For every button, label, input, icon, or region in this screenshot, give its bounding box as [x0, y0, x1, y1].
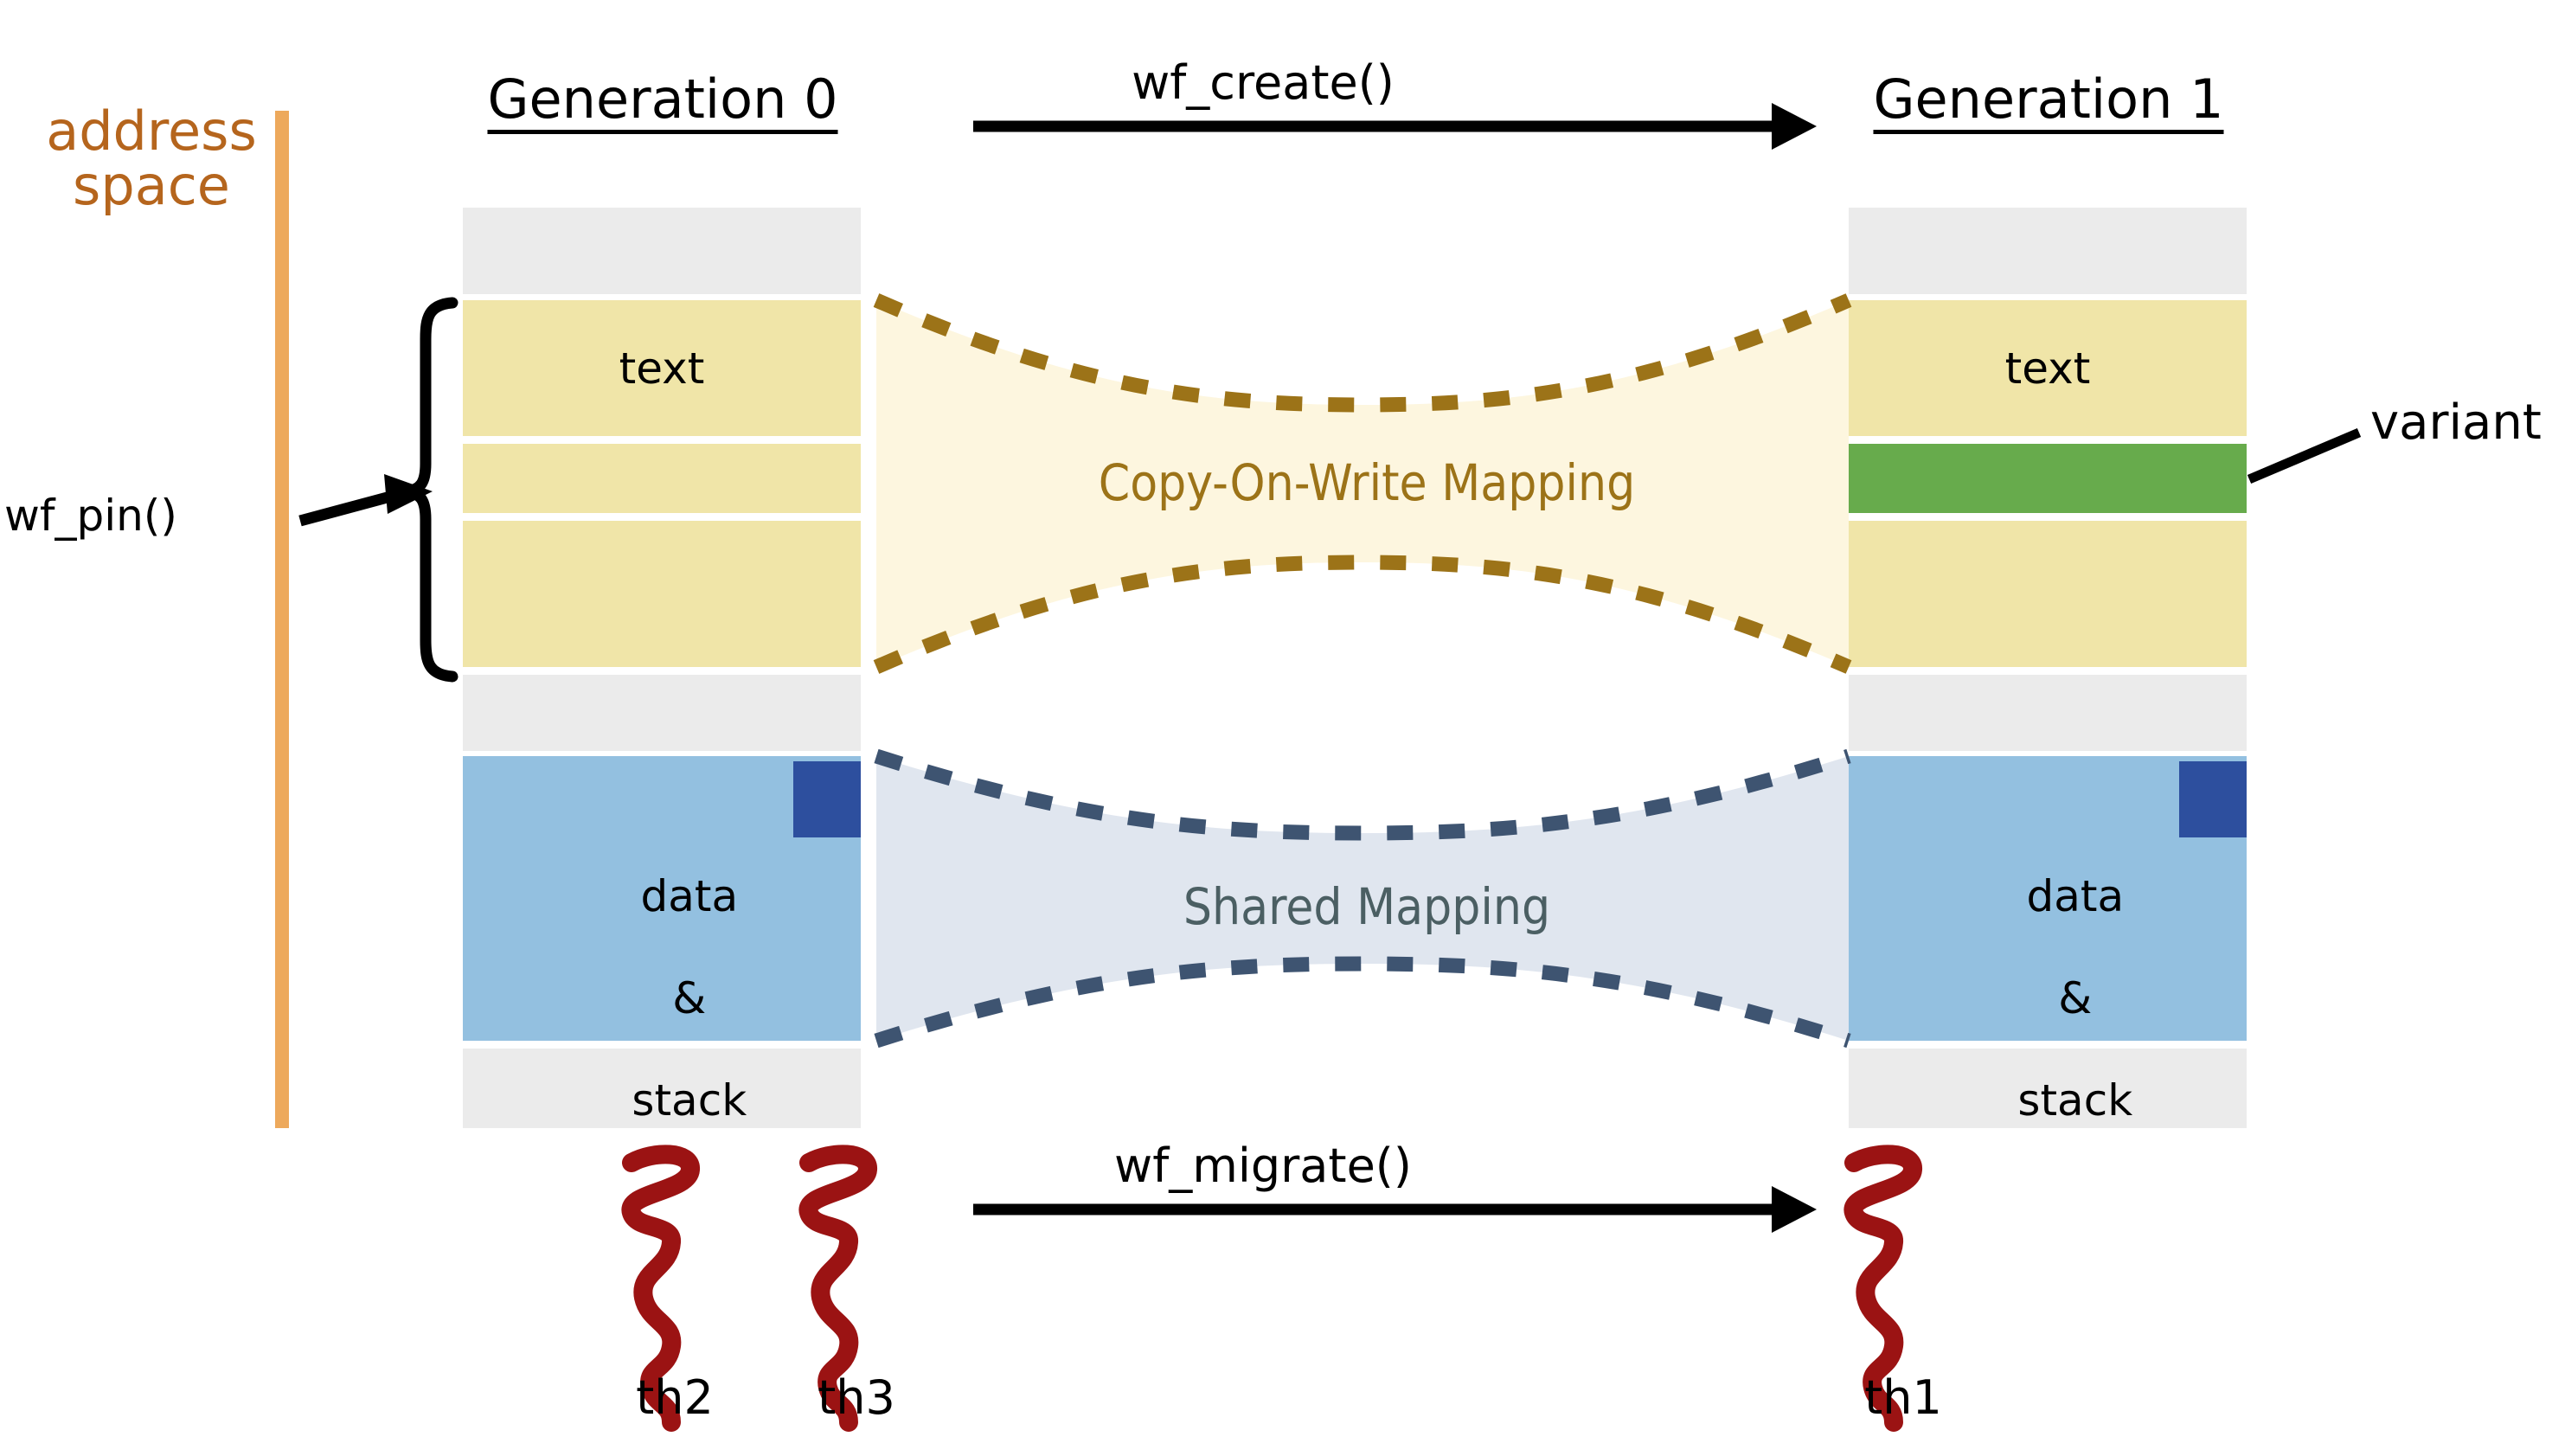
gen0-data-line2: &	[672, 973, 707, 1023]
gen1-data-line1: data	[2026, 871, 2125, 921]
gen0-data-stack-label: data & stack	[463, 820, 861, 1177]
gen0-block-unmapped-bottom	[463, 1049, 861, 1128]
address-space-line1: address	[46, 99, 257, 163]
gen1-column	[1849, 208, 2247, 1128]
gen1-dirty-page-marker	[2179, 761, 2247, 837]
wf-create-label: wf_create()	[1132, 55, 1395, 110]
gen1-data-line2: &	[2058, 973, 2093, 1023]
gen1-data-line3: stack	[2017, 1075, 2133, 1126]
wf-migrate-label: wf_migrate()	[1114, 1139, 1412, 1193]
gen0-dirty-page-marker	[793, 761, 861, 837]
gen0-block-text-mid	[463, 444, 861, 513]
address-space-line2: space	[73, 154, 230, 218]
gen0-block-text	[463, 300, 861, 436]
wf-pin-label: wf_pin()	[4, 491, 177, 541]
thread-label-th3: th3	[818, 1370, 895, 1425]
thread-label-th1: th1	[1864, 1370, 1942, 1425]
gen1-header: Generation 1	[1873, 67, 2224, 131]
shared-mapping-caption: Shared Mapping	[1183, 877, 1551, 936]
gen1-data-stack-label: data & stack	[1849, 820, 2247, 1177]
cow-mapping-band	[876, 300, 1849, 667]
gen0-data-line1: data	[640, 871, 739, 921]
cow-mapping-caption: Copy-On-Write Mapping	[1098, 453, 1636, 512]
thread-squiggle-th2	[621, 1145, 700, 1432]
thread-label-th2: th2	[636, 1370, 714, 1425]
wf-create-arrow	[973, 103, 1817, 150]
address-space-axis-bar	[275, 111, 289, 1128]
gen1-block-unmapped-top	[1849, 208, 2247, 294]
gen1-block-text	[1849, 300, 2247, 436]
gen1-block-unmapped-mid	[1849, 675, 2247, 751]
gen1-block-text-low	[1849, 521, 2247, 667]
gen0-text-block-label: text	[619, 343, 705, 394]
text-segments-brace	[405, 297, 458, 683]
gen0-block-text-low	[463, 521, 861, 667]
wf-migrate-arrow	[973, 1186, 1817, 1233]
thread-squiggle-th1	[1843, 1145, 1922, 1432]
gen0-data-line3: stack	[632, 1075, 747, 1126]
gen1-block-unmapped-bottom	[1849, 1049, 2247, 1128]
gen0-header: Generation 0	[487, 67, 838, 131]
gen0-block-unmapped-mid	[463, 675, 861, 751]
gen1-block-variant	[1849, 444, 2247, 513]
gen0-block-unmapped-top	[463, 208, 861, 294]
variant-leader-line	[2247, 427, 2362, 484]
variant-annotation-label: variant	[2370, 394, 2542, 451]
gen0-column	[463, 208, 861, 1128]
shared-mapping-band	[876, 756, 1849, 1041]
thread-squiggle-th3	[798, 1145, 877, 1432]
gen1-text-block-label: text	[2004, 343, 2091, 394]
